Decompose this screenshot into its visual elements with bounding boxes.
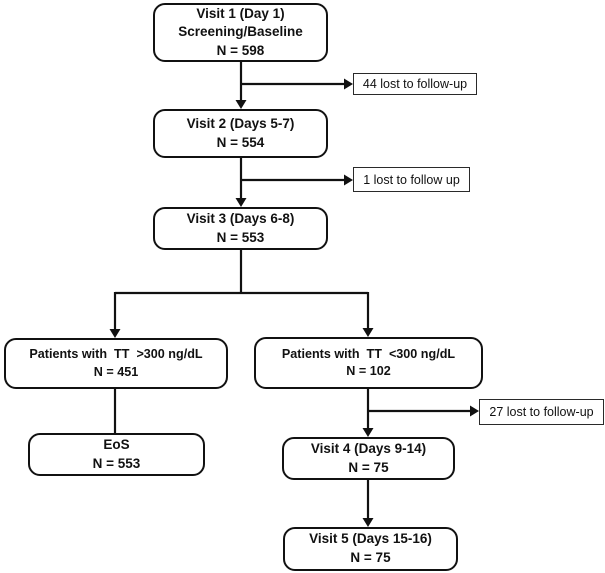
note-lost-44-label: 44 lost to follow-up <box>362 77 468 91</box>
arrow-tt-low-to-visit4 <box>362 389 374 437</box>
node-visit4-title: Visit 4 (Days 9-14) <box>310 440 427 456</box>
node-visit3-count: N = 553 <box>216 229 265 245</box>
node-visit1-title: Visit 1 (Day 1) <box>196 5 285 21</box>
node-visit3: Visit 3 (Days 6-8) N = 553 <box>153 207 328 250</box>
node-visit1: Visit 1 (Day 1) Screening/Baseline N = 5… <box>153 3 328 62</box>
node-eos-title: EoS <box>103 436 130 452</box>
arrow-visit2-to-visit3 <box>235 158 247 207</box>
node-visit2-count: N = 554 <box>216 134 265 150</box>
arrow-to-lost27 <box>368 405 479 417</box>
arrow-split-to-tt-low <box>362 292 374 337</box>
node-visit2: Visit 2 (Days 5-7) N = 554 <box>153 109 328 158</box>
node-visit1-subtitle: Screening/Baseline <box>178 24 303 40</box>
note-lost-1: 1 lost to follow up <box>353 167 470 192</box>
node-visit5-title: Visit 5 (Days 15-16) <box>309 531 432 547</box>
arrow-to-lost1 <box>241 174 353 186</box>
node-eos: EoS N = 553 <box>28 433 205 476</box>
note-lost-44: 44 lost to follow-up <box>353 73 477 95</box>
node-tt-below-300-count: N = 102 <box>346 364 391 378</box>
arrow-to-lost44 <box>241 78 353 90</box>
split-connector <box>115 250 368 295</box>
node-tt-above-300-title: Patients with TT >300 ng/dL <box>29 347 203 362</box>
arrow-visit1-to-visit2 <box>235 62 247 109</box>
node-visit5-count: N = 75 <box>350 550 391 565</box>
node-visit5: Visit 5 (Days 15-16) N = 75 <box>283 527 458 571</box>
node-visit3-title: Visit 3 (Days 6-8) <box>186 210 295 226</box>
node-tt-below-300-title: Patients with TT <300 ng/dL <box>281 346 456 361</box>
node-visit1-count: N = 598 <box>216 42 265 58</box>
arrow-visit4-to-visit5 <box>362 480 374 527</box>
node-tt-above-300-count: N = 451 <box>93 364 139 379</box>
node-tt-below-300: Patients with TT <300 ng/dL N = 102 <box>254 337 483 389</box>
note-lost-27-label: 27 lost to follow-up <box>489 405 594 419</box>
arrow-split-to-tt-high <box>109 292 121 338</box>
node-visit4-count: N = 75 <box>348 459 389 475</box>
note-lost-27: 27 lost to follow-up <box>479 399 604 425</box>
node-tt-above-300: Patients with TT >300 ng/dL N = 451 <box>4 338 228 389</box>
node-eos-count: N = 553 <box>92 455 141 471</box>
node-visit4: Visit 4 (Days 9-14) N = 75 <box>282 437 455 480</box>
note-lost-1-label: 1 lost to follow up <box>363 172 460 187</box>
node-visit2-title: Visit 2 (Days 5-7) <box>186 115 295 131</box>
